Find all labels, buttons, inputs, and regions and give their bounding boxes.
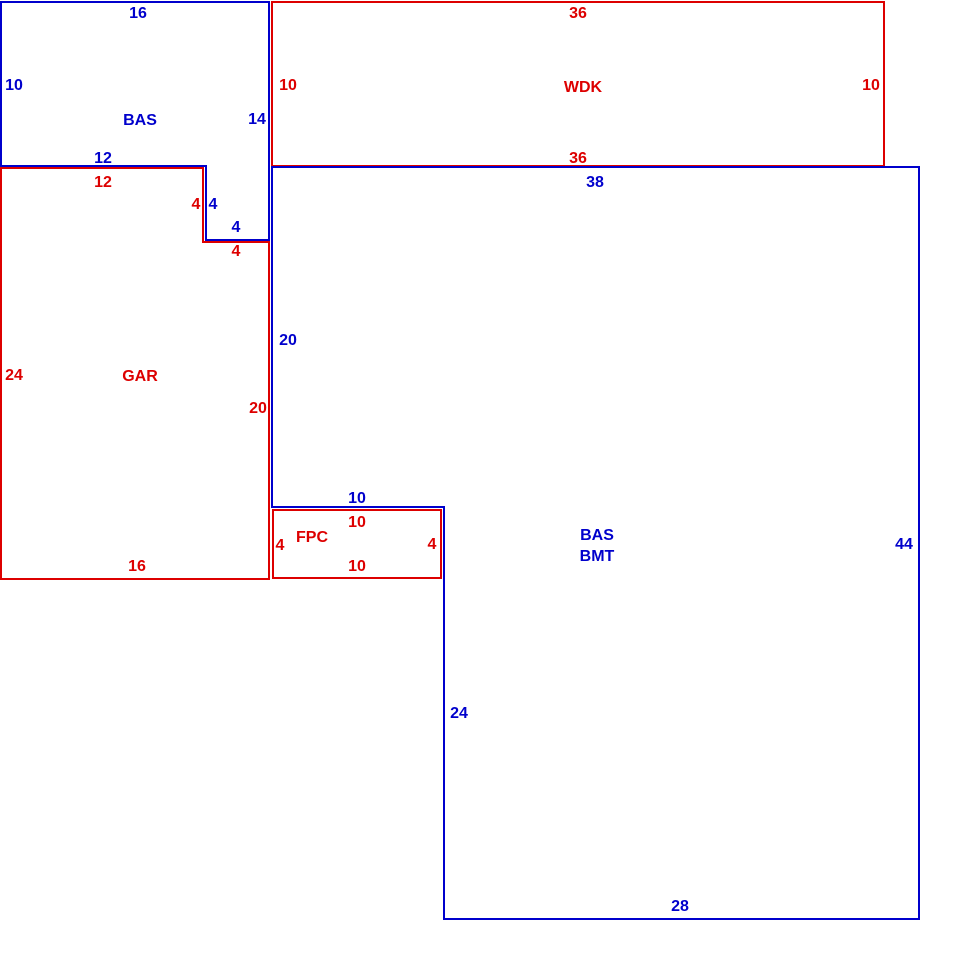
bas-bottom-dim: 12 — [94, 150, 112, 167]
basbmt-outline — [271, 166, 920, 920]
fpc-bottom-dim: 10 — [348, 558, 366, 575]
bas-right-dim: 14 — [248, 111, 266, 128]
bas-outline — [0, 1, 270, 241]
wdk-area-label: WDK — [563, 79, 603, 96]
fpc-left-dim: 4 — [275, 537, 285, 554]
gar-bottom-dim: 16 — [128, 558, 146, 575]
gar-area-label: GAR — [122, 368, 158, 385]
fpc-right-dim: 4 — [427, 536, 437, 553]
wdk-bottom-dim: 36 — [569, 150, 587, 167]
bmt-lower-left-dim: 24 — [450, 705, 468, 722]
fpc-area-label: FPC — [296, 529, 328, 546]
bmt-left-dim: 20 — [279, 332, 297, 349]
bmt-top-dim: 38 — [586, 174, 604, 191]
gar-notch-h-dim: 4 — [231, 243, 241, 260]
bmt-fpc-top-dim: 10 — [348, 490, 366, 507]
fpc-top-dim: 10 — [348, 514, 366, 531]
bas-area-label: BAS — [123, 112, 157, 129]
gar-right-dim: 20 — [249, 400, 267, 417]
wdk-left-dim: 10 — [279, 77, 297, 94]
bmt-bottom-dim: 28 — [671, 898, 689, 915]
wdk-right-dim: 10 — [862, 77, 880, 94]
gar-top-dim: 12 — [94, 174, 112, 191]
bas-notch-v-dim: 4 — [208, 196, 218, 213]
fpc-outline — [272, 509, 442, 579]
gar-outline — [0, 167, 270, 580]
wdk-top-dim: 36 — [569, 5, 587, 22]
gar-left-dim: 24 — [5, 367, 23, 384]
bmt-area-label-2: BMT — [579, 548, 615, 565]
bas-notch-h-dim: 4 — [231, 219, 241, 236]
gar-notch-v-dim: 4 — [191, 196, 201, 213]
bmt-area-label-1: BAS — [580, 527, 614, 544]
bas-left-dim: 10 — [5, 77, 23, 94]
bas-top-dim: 16 — [129, 5, 147, 22]
bmt-right-dim: 44 — [895, 536, 913, 553]
